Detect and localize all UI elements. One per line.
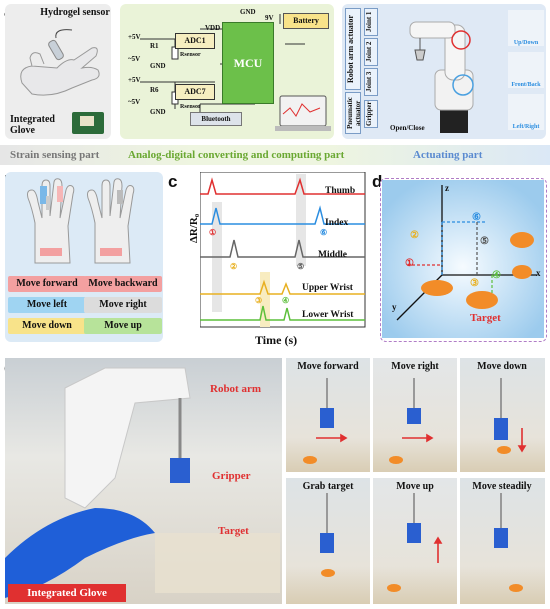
step-label-1: Move forward (297, 361, 359, 372)
mcu-block: MCU (222, 22, 274, 104)
move-left-label: Move left (8, 297, 86, 313)
minus5v-label-1: ~5V (128, 55, 141, 63)
d-marker-4: ④ (492, 270, 501, 281)
move-down-label: Move down (8, 318, 86, 334)
trace-label-thumb: Thumb (325, 186, 356, 196)
axis-z-label: z (445, 183, 449, 193)
joint-1-label: Joint 1 (364, 8, 378, 36)
d-marker-3: ③ (470, 278, 479, 289)
joint-3-label: Joint 3 (364, 68, 378, 96)
mode-left-right-label: Left/Right (512, 124, 540, 130)
d-marker-1: ① (405, 258, 414, 269)
marker-2: ② (230, 262, 238, 271)
trace-label-index: Index (325, 218, 349, 228)
trace-lower-wrist (200, 305, 365, 321)
move-up-label: Move up (84, 318, 162, 334)
main-photo (5, 358, 282, 604)
vdd-label: VDD (205, 24, 221, 32)
integrated-glove-badge: Integrated Glove (8, 584, 126, 602)
mode-front-back-label: Front/Back (511, 82, 541, 88)
panel-d-label: d (372, 172, 383, 191)
d-marker-2: ② (410, 230, 419, 241)
c-xlabel: Time (s) (255, 333, 298, 347)
mode-up-down-label: Up/Down (513, 40, 539, 46)
battery-block: Battery (283, 13, 329, 29)
marker-3: ③ (255, 296, 263, 305)
axis-x-label: x (536, 268, 541, 278)
marker-4: ④ (282, 296, 290, 305)
section-adc-label: Analog-digital converting and computing … (128, 149, 345, 161)
3d-motion-diagram (382, 180, 544, 338)
trace-thumb (200, 177, 365, 195)
trace-middle (200, 239, 365, 258)
robot-arm-illustration (409, 21, 474, 133)
step-label-3: Move down (477, 361, 527, 372)
d-marker-5: ⑤ (480, 236, 489, 247)
marker-1: ① (209, 228, 217, 237)
step-label-2: Move right (391, 361, 439, 372)
step-label-4: Grab target (302, 481, 354, 492)
gnd-label-2: GND (150, 108, 166, 116)
signal-traces-chart (200, 172, 366, 328)
move-forward-label: Move forward (8, 276, 86, 292)
gnd-top-label: GND (240, 8, 256, 16)
hydrogel-sensor-label: Hydrogel sensor (40, 7, 110, 18)
circuit-chip (80, 116, 94, 126)
c-ylabel: ΔR/R₀ (188, 213, 200, 243)
step-photo-details (303, 378, 527, 592)
target-label-e: Target (218, 525, 249, 537)
robot-arm-actuator-label: Robot arm actuator (345, 8, 361, 90)
mode-left-right-image (508, 94, 544, 130)
section-act-label: Actuating part (413, 149, 483, 161)
glove-illustration (20, 29, 100, 96)
section-bar (0, 145, 550, 165)
d-target-label: Target (470, 312, 501, 324)
rsensor-label-1: Rsensor (180, 52, 201, 58)
gnd-label-1: GND (150, 62, 166, 70)
minus5v-label-2: ~5V (128, 98, 141, 106)
pneumatic-actuator-label: Pneumatic actuator (345, 92, 362, 134)
joint-2-label: Joint 2 (364, 38, 378, 66)
trace-label-middle: Middle (318, 250, 348, 260)
gripper-label-a: Gripper (364, 100, 378, 128)
integrated-glove-label: Integrated Glove (10, 114, 55, 136)
robot-arm-label: Robot arm (210, 383, 262, 395)
glove-hands-illustration (27, 178, 135, 264)
gripper-label-e: Gripper (212, 470, 251, 482)
9v-label: 9V (265, 14, 274, 22)
step-label-5: Move up (396, 481, 434, 492)
open-close-label: Open/Close (390, 124, 425, 132)
mode-up-down-image (508, 10, 544, 46)
main-photo-scene (5, 367, 280, 598)
adc1-block: ADC1 (175, 33, 215, 49)
plus5v-label-2: +5V (128, 76, 141, 84)
trace-label-upper-wrist: Upper Wrist (302, 283, 353, 293)
panel-c-label: c (168, 172, 178, 191)
marker-5: ⑤ (297, 262, 305, 271)
r6-label: R6 (150, 86, 159, 94)
step-label-6: Move steadily (472, 481, 532, 492)
section-strain-label: Strain sensing part (10, 149, 100, 161)
bluetooth-block: Bluetooth (190, 112, 242, 126)
axis-y-label: y (392, 302, 397, 312)
move-right-label: Move right (84, 297, 162, 313)
d-marker-6: ⑥ (472, 212, 481, 223)
mode-front-back-image (508, 52, 544, 88)
trace-upper-wrist (200, 279, 365, 295)
adc7-block: ADC7 (175, 84, 215, 100)
move-backward-label: Move backward (84, 276, 162, 292)
trace-label-lower-wrist: Lower Wrist (302, 310, 354, 320)
plus5v-label-1: +5V (128, 33, 141, 41)
rsensor-label-2: Rsensor (180, 104, 201, 110)
r1-label: R1 (150, 42, 159, 50)
trace-index (200, 205, 365, 225)
marker-6: ⑥ (320, 228, 328, 237)
